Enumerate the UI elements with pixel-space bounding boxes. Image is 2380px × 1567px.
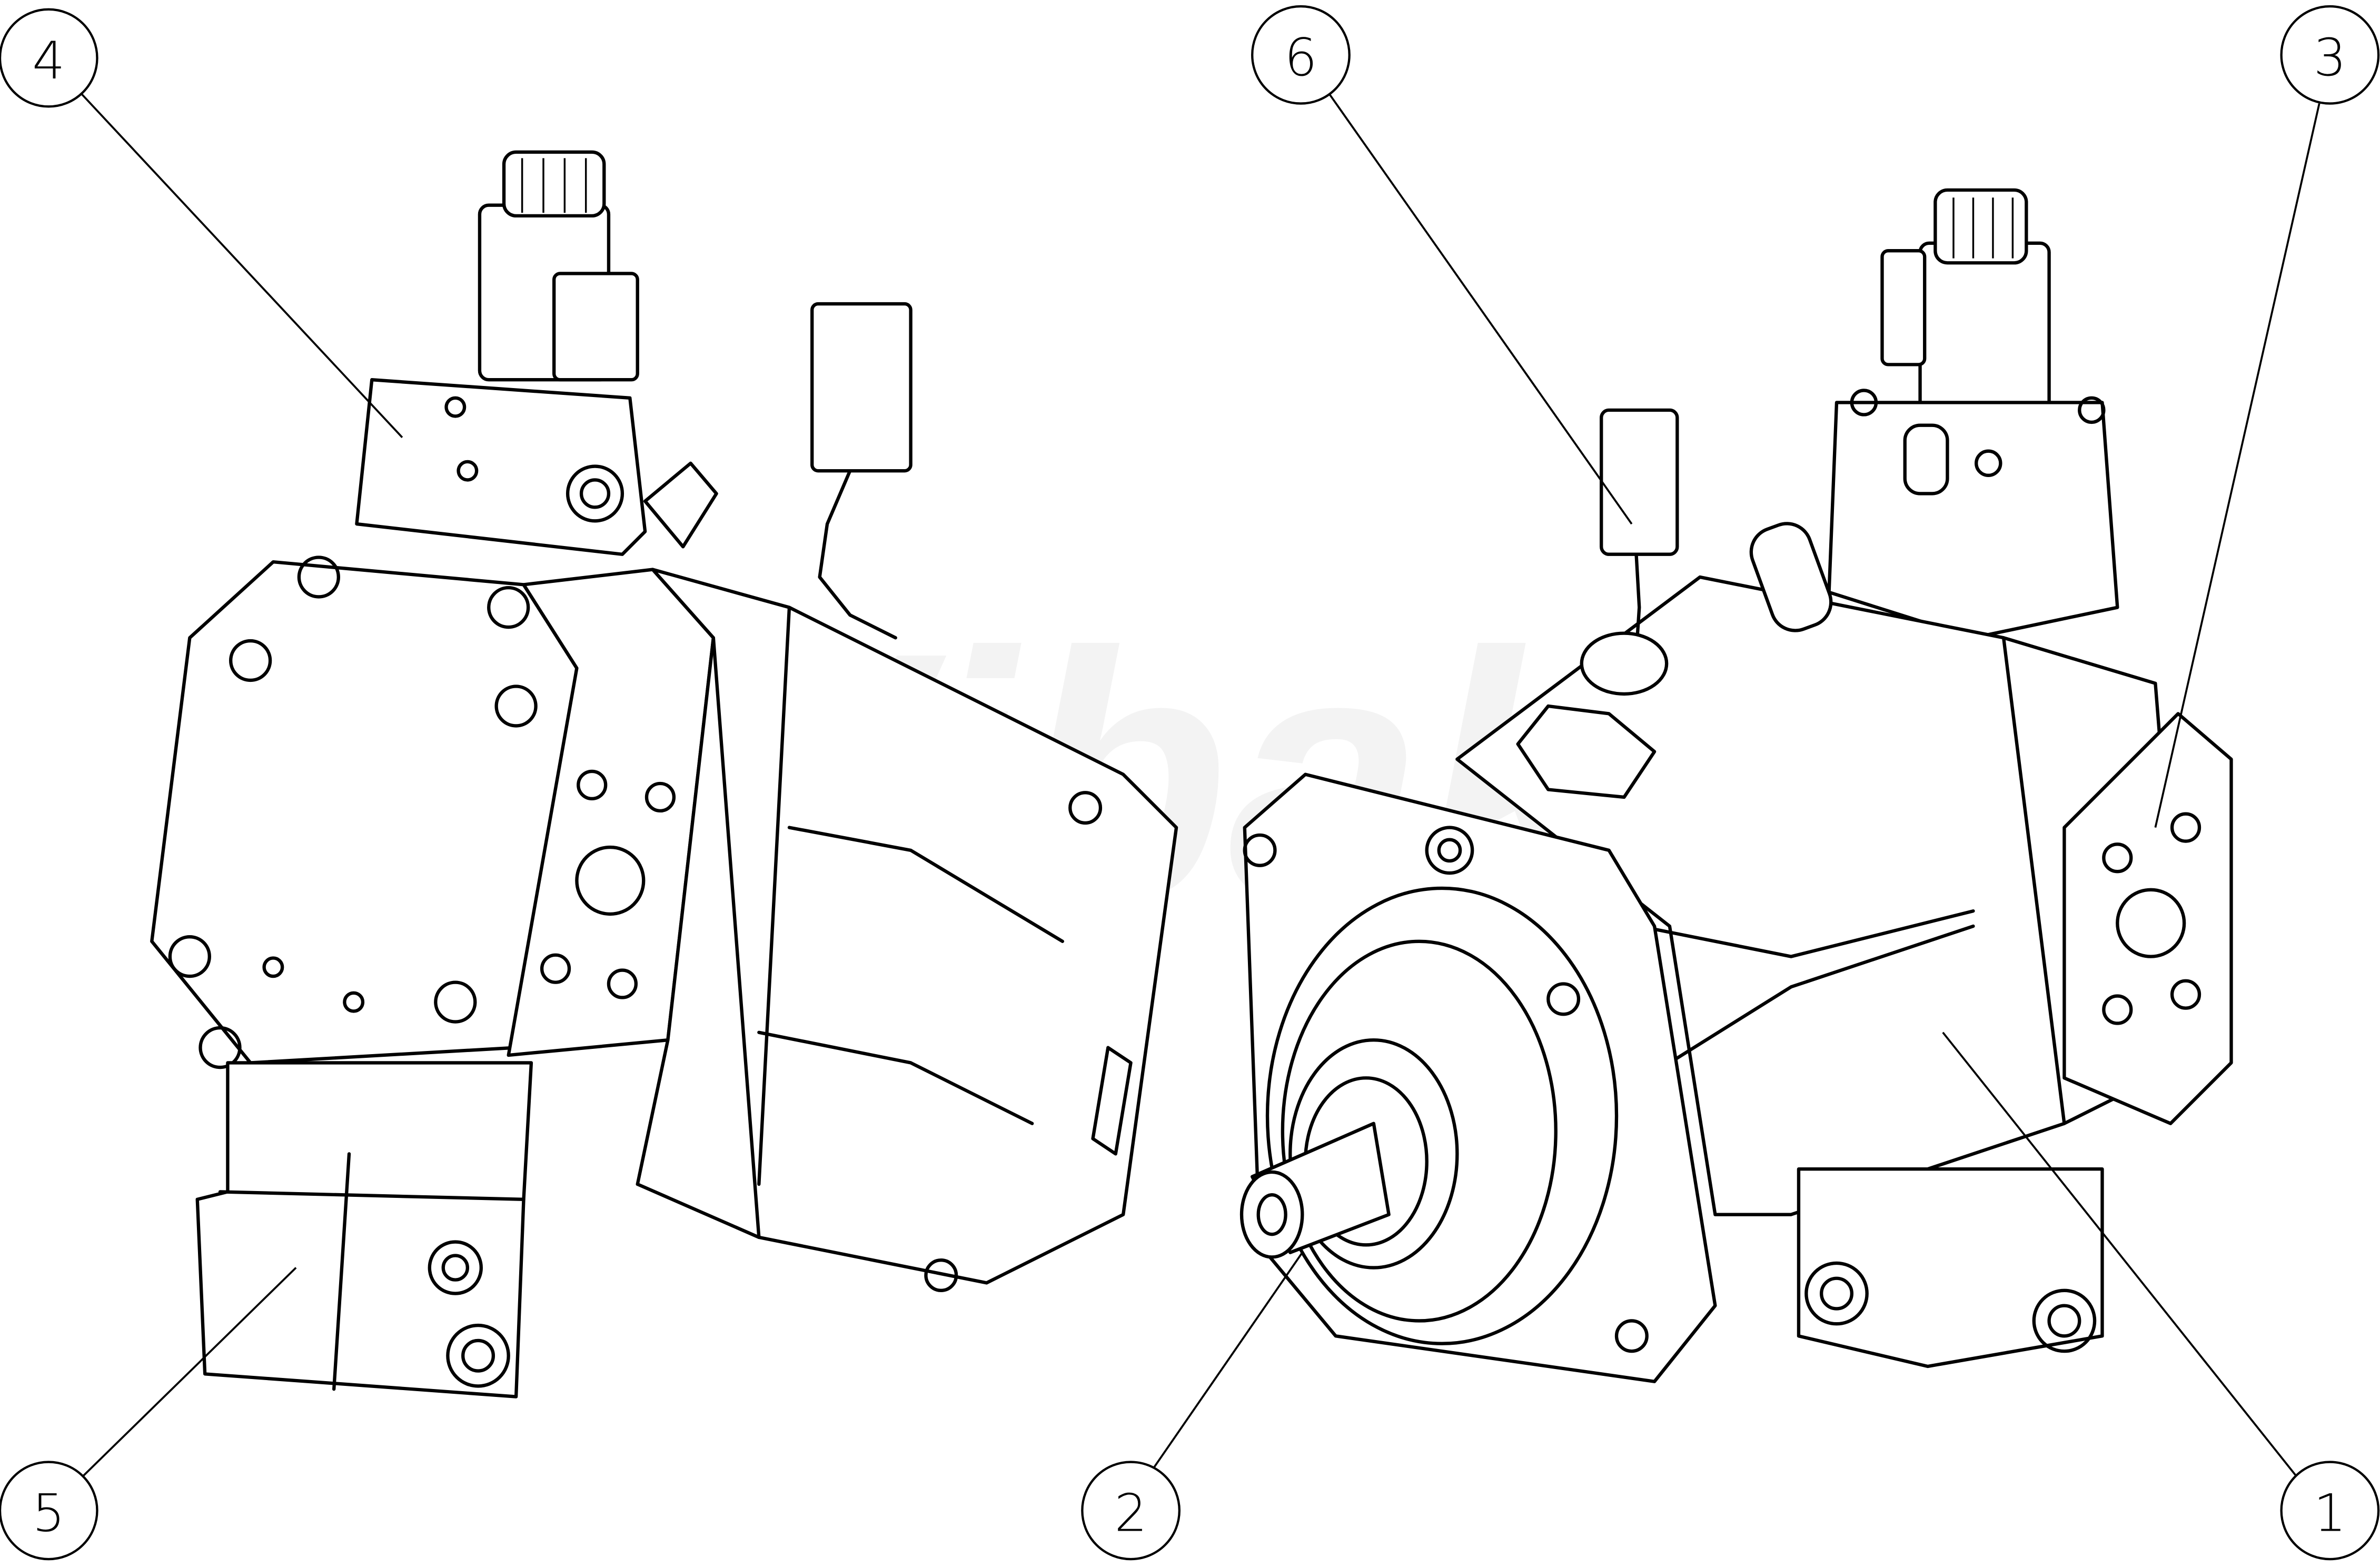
callout-label: 2 <box>1114 1484 1147 1544</box>
callout-2: 2 <box>1081 1252 1303 1561</box>
callout-label: 5 <box>32 1484 65 1544</box>
callout-label: 1 <box>2314 1484 2346 1544</box>
callout-3: 3 <box>2154 5 2380 828</box>
callout-5: 5 <box>0 1267 297 1561</box>
callout-label: 3 <box>2314 28 2346 88</box>
callout-1: 1 <box>1942 1032 2380 1561</box>
left-motor-drawing <box>150 150 1178 1399</box>
callout-4: 4 <box>0 8 403 439</box>
callout-6: 6 <box>1251 5 1633 525</box>
callout-label: 4 <box>32 31 65 91</box>
right-motor-drawing <box>1239 188 2233 1383</box>
callout-label: 6 <box>1284 28 1317 88</box>
